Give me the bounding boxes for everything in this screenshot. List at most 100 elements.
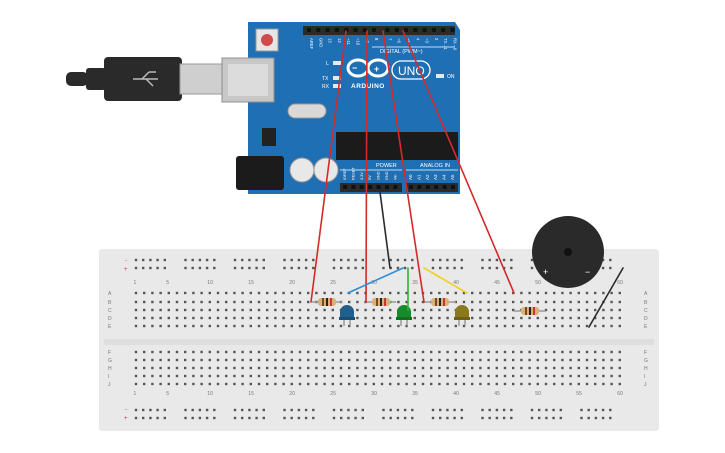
breadboard-hole [266,366,269,370]
breadboard-hole [151,374,154,378]
breadboard-hole [323,308,326,312]
breadboard-hole [282,366,285,370]
breadboard-hole [184,291,187,295]
breadboard-hole [446,416,449,420]
led-label-l: L [326,61,329,67]
breadboard-hole [380,358,384,362]
breadboard-hole [340,416,343,420]
row-letter: G [108,358,112,364]
breadboard-hole [205,266,209,270]
breadboard-hole [323,382,326,386]
breadboard-hole [610,374,613,378]
breadboard-hole [495,308,498,312]
led-blue [339,305,355,326]
breadboard-hole [331,291,334,295]
breadboard-hole [315,382,318,386]
pin-label: GND [385,171,389,180]
breadboard-hole [389,366,392,370]
breadboard-hole [601,416,605,420]
breadboard-hole [167,300,170,304]
capacitor [289,157,315,183]
breadboard-hole [266,374,269,378]
header-pin [393,185,398,189]
breadboard-hole [198,408,202,412]
breadboard-hole [290,358,293,362]
breadboard-hole [479,350,482,354]
breadboard-hole [446,258,449,262]
breadboard-hole [446,374,449,378]
breadboard-hole [413,291,416,295]
breadboard-hole [431,258,435,262]
breadboard-hole [163,408,166,412]
breadboard-hole [249,350,252,354]
breadboard-hole [339,366,343,370]
buzzer-minus: − [585,267,590,277]
breadboard-hole [208,382,211,386]
breadboard-hole [453,266,456,270]
breadboard-hole [487,300,490,304]
breadboard-hole [356,382,359,386]
breadboard-hole [339,374,343,378]
breadboard-hole [205,416,209,420]
breadboard-hole [544,291,548,295]
breadboard-hole [225,300,228,304]
row-letter: D [644,316,648,322]
breadboard-hole [585,358,589,362]
breadboard-hole [569,316,572,320]
breadboard-hole [282,300,285,304]
breadboard-hole [479,300,482,304]
breadboard-hole [225,291,228,295]
breadboard-hole [380,366,384,370]
breadboard-hole [266,316,269,320]
arduino-brand: ARDUINO [351,83,385,90]
column-number: 30 [371,391,377,397]
breadboard-hole [356,358,359,362]
breadboard-hole [405,350,408,354]
breadboard-hole [488,266,491,270]
breadboard-hole [372,291,375,295]
breadboard-hole [347,266,350,270]
header-pin [316,28,321,32]
breadboard-hole [233,416,237,420]
breadboard-hole [585,350,589,354]
svg-text:−: − [352,63,357,73]
breadboard-hole [471,316,474,320]
breadboard-hole [307,350,310,354]
breadboard-hole [479,374,482,378]
usb-cable-strain [66,72,88,86]
breadboard-hole [298,382,302,386]
header-pin [394,28,399,32]
breadboard-hole [430,291,433,295]
breadboard-hole [151,324,154,328]
breadboard-hole [561,350,564,354]
breadboard-hole [495,374,498,378]
breadboard-hole [610,316,613,320]
header-pin [417,185,422,189]
header-pin [362,28,367,32]
breadboard-hole [545,408,548,412]
usb-cable [66,57,223,101]
column-number: 20 [289,280,295,286]
breadboard-hole [471,366,474,370]
breadboard-hole [372,366,375,370]
breadboard-hole [249,382,252,386]
breadboard-hole [216,374,220,378]
breadboard-hole [462,374,466,378]
breadboard-hole [380,350,384,354]
breadboard-hole [142,266,145,270]
breadboard-hole [460,258,463,262]
breadboard-hole [339,291,343,295]
breadboard-hole [421,308,425,312]
header-pin [431,28,436,32]
breadboard-hole [257,316,261,320]
breadboard-hole [331,366,334,370]
breadboard-hole [241,374,244,378]
breadboard-hole [460,416,463,420]
breadboard-hole [471,374,474,378]
breadboard-hole [198,416,202,420]
breadboard-hole [298,366,302,370]
breadboard-hole [364,350,367,354]
rail-sign-minus: - [125,258,127,264]
wires [310,30,624,328]
breadboard-hole [487,366,490,370]
